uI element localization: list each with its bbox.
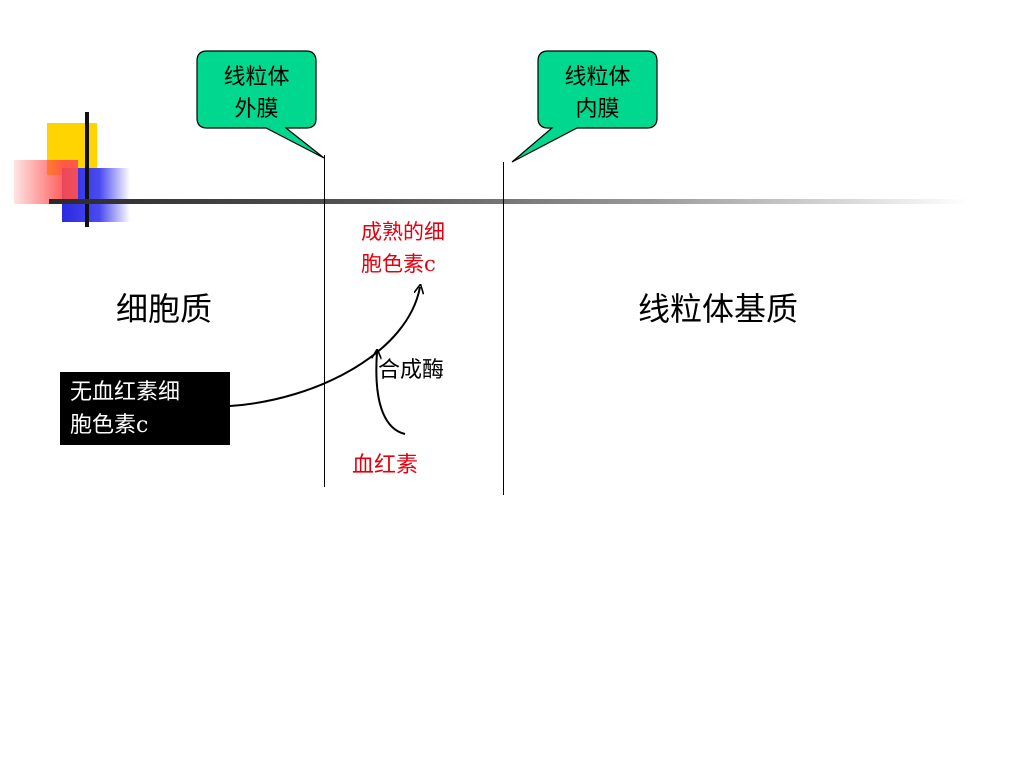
inner-membrane-callout-line2: 内膜 <box>575 97 620 122</box>
synthase-label: 合成酶 <box>378 358 445 383</box>
apocytochrome-c-line2: 胞色素c <box>70 413 149 438</box>
mitochondrial-matrix-label: 线粒体基质 <box>638 290 799 328</box>
inner-membrane-callout: 线粒体 内膜 <box>538 62 657 126</box>
outer-membrane-callout-line1: 线粒体 <box>223 65 290 90</box>
import-arrow <box>229 287 420 407</box>
outer-membrane-line <box>324 155 325 487</box>
outer-membrane-callout-line2: 外膜 <box>234 97 279 122</box>
outer-membrane-callout: 线粒体 外膜 <box>197 62 316 126</box>
mature-cytochrome-c-label: 成熟的细 胞色素c <box>361 216 445 280</box>
heme-arrow <box>376 352 406 435</box>
apocytochrome-c-box: 无血红素细 胞色素c <box>60 372 230 445</box>
decorative-red-square <box>14 160 78 204</box>
inner-membrane-callout-line1: 线粒体 <box>564 65 631 90</box>
decorative-vertical-rule <box>85 112 89 227</box>
mature-cytochrome-c-line2: 胞色素c <box>361 252 436 276</box>
decorative-horizontal-rule <box>49 199 969 204</box>
inner-membrane-callout-bubble <box>511 50 658 163</box>
heme-label: 血红素 <box>352 453 419 478</box>
cytoplasm-label: 细胞质 <box>116 290 213 328</box>
outer-membrane-callout-bubble <box>196 50 325 159</box>
inner-membrane-line <box>503 162 504 495</box>
apocytochrome-c-line1: 无血红素细 <box>70 380 181 405</box>
mature-cytochrome-c-line1: 成熟的细 <box>361 220 445 244</box>
